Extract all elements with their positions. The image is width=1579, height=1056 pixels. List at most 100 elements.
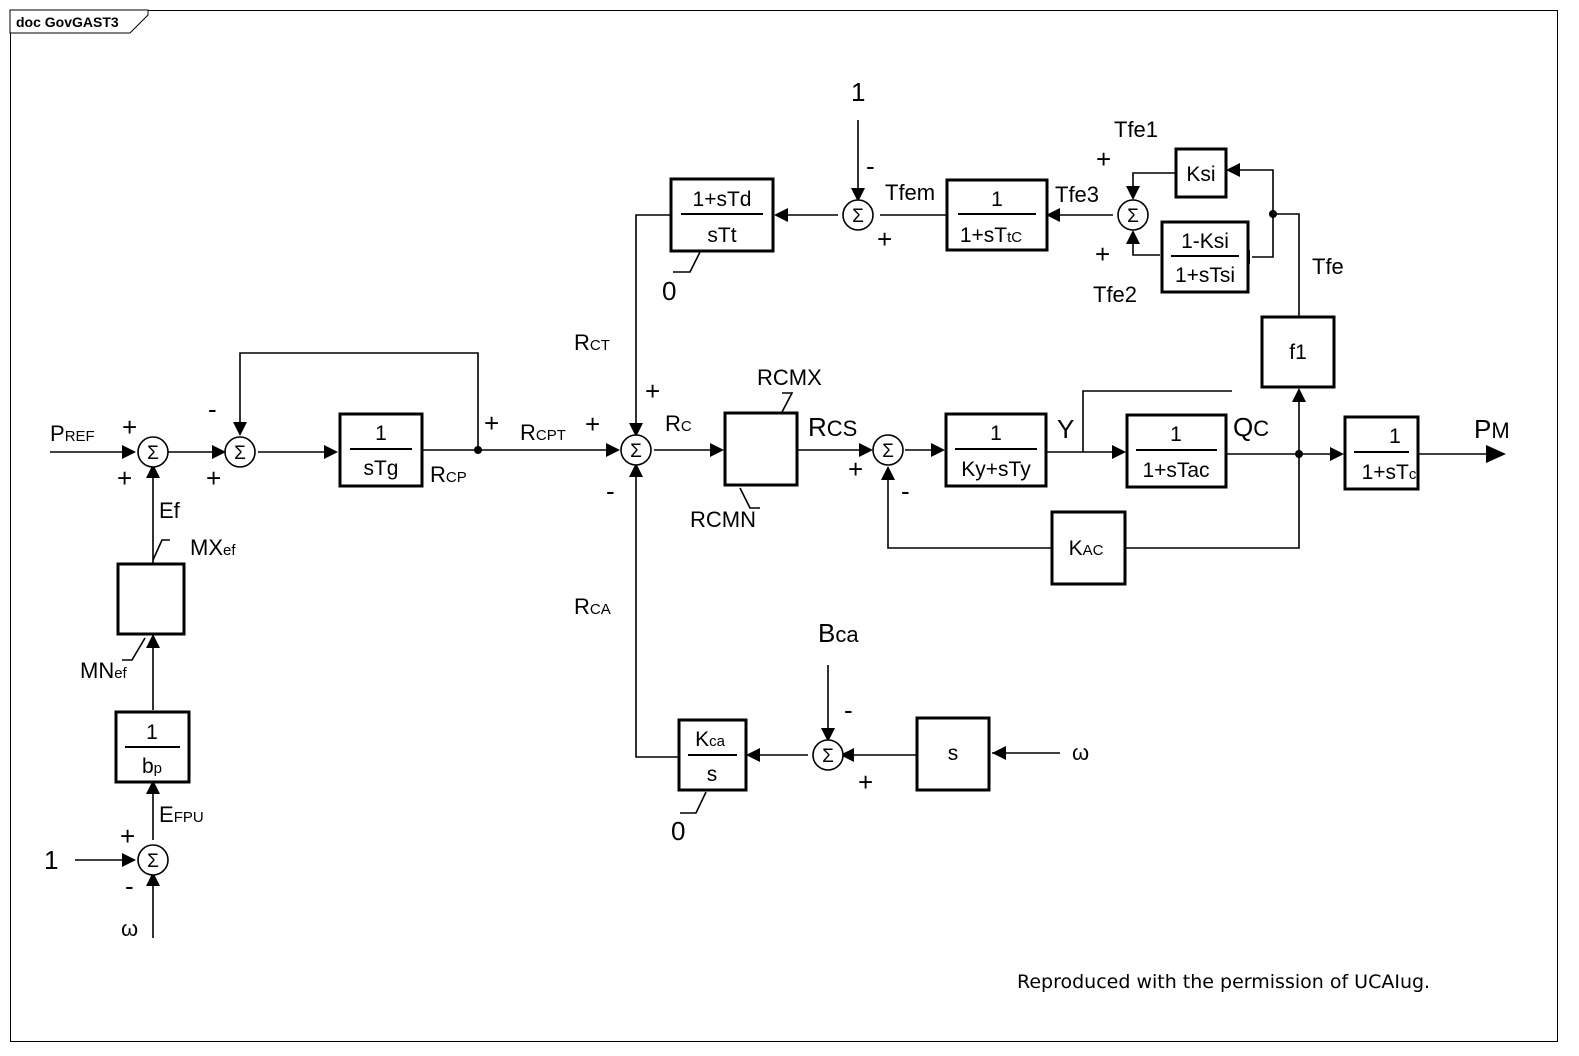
label-rcmn: RCMN (690, 507, 756, 532)
svg-text:KAC: KAC (1069, 537, 1104, 560)
label-tfe2: Tfe2 (1093, 282, 1137, 307)
label-pref: PREF (50, 421, 95, 446)
label-rcmx: RCMX (757, 365, 822, 390)
svg-text:+: + (120, 821, 135, 851)
sum-junction-rcs: Σ (872, 434, 904, 466)
svg-text:+: + (206, 463, 221, 493)
label-y: Y (1057, 414, 1074, 444)
svg-text:1: 1 (990, 422, 1002, 445)
block-lag-ttc: 1 1+sTtC (945, 178, 1049, 252)
label-tfe3: Tfe3 (1055, 182, 1099, 207)
label-ef: Ef (159, 498, 181, 523)
svg-text:+: + (484, 408, 499, 438)
svg-text:1+sTsi: 1+sTsi (1175, 264, 1235, 287)
svg-text:1: 1 (1170, 423, 1182, 446)
sum-junction-rc: Σ (620, 434, 652, 466)
svg-text:bp: bp (142, 755, 162, 778)
limit-zero-td: 0 (662, 276, 676, 306)
label-tfe: Tfe (1312, 254, 1344, 279)
tab-label[interactable]: doc GovGAST3 (16, 14, 119, 30)
svg-text:+: + (122, 412, 137, 442)
label-mnef: MNef (80, 658, 128, 683)
svg-text:1: 1 (991, 188, 1003, 211)
label-pm: PM (1474, 414, 1510, 444)
tab-shape (9, 9, 149, 34)
sum-junction-pref: Σ (137, 436, 169, 468)
label-mxef: MXef (190, 535, 236, 560)
svg-text:1+sTtC: 1+sTtC (960, 224, 1022, 247)
block-limiter-rc (723, 411, 799, 487)
svg-text:f1: f1 (1289, 341, 1307, 364)
junction-dots (474, 210, 1303, 458)
svg-text:1+sTac: 1+sTac (1142, 459, 1209, 482)
svg-text:sTg: sTg (363, 457, 398, 480)
block-derivative-s: s (915, 716, 991, 792)
svg-text:+: + (645, 376, 660, 406)
const-one-top: 1 (851, 77, 865, 107)
label-efpu: EFPU (159, 802, 204, 827)
block-lag-tc: 1 1+sTc (1343, 415, 1420, 491)
label-rcs: RCS (808, 412, 857, 442)
block-f1: f1 (1260, 315, 1336, 389)
svg-text:s: s (707, 763, 718, 786)
arrowheads (122, 163, 1506, 886)
sum-junction-bca: Σ (812, 739, 844, 771)
svg-text:1+sTc: 1+sTc (1362, 461, 1417, 484)
label-rcp: RCP (430, 462, 467, 487)
label-rc: RC (665, 411, 692, 436)
svg-text:Ky+sTy: Ky+sTy (961, 458, 1031, 481)
label-rct: RCT (574, 330, 610, 355)
svg-text:Σ: Σ (852, 206, 864, 227)
svg-text:Σ: Σ (822, 746, 834, 767)
svg-text:Σ: Σ (1127, 206, 1139, 227)
label-qc: QC (1233, 412, 1269, 442)
sign-labels: + + - + + + + - + - - + + + + - - + (117, 144, 1111, 901)
svg-text:-: - (866, 151, 875, 181)
svg-text:+: + (1096, 144, 1111, 174)
svg-text:+: + (1095, 239, 1110, 269)
label-tfe1: Tfe1 (1114, 117, 1158, 142)
sum-junction-tfem: Σ (842, 199, 874, 231)
svg-text:+: + (877, 224, 892, 254)
block-integrator-tg: 1 sTg (338, 412, 424, 488)
limit-zero-kca: 0 (671, 816, 685, 846)
label-rca: RCA (574, 594, 611, 619)
block-lag-tac: 1 1+sTac (1125, 413, 1228, 489)
svg-text:Σ: Σ (147, 443, 159, 464)
label-rcpt: RCPT (520, 420, 566, 445)
svg-text:Σ: Σ (630, 441, 642, 462)
sum-junction-feedback: Σ (224, 436, 256, 468)
svg-text:Σ: Σ (882, 441, 894, 462)
svg-text:-: - (125, 871, 134, 901)
block-lag-ty: 1 Ky+sTy (944, 412, 1048, 488)
block-limiter-ef (116, 562, 186, 636)
svg-text:1-Ksi: 1-Ksi (1181, 230, 1229, 253)
svg-text:sTt: sTt (707, 224, 736, 247)
svg-text:1: 1 (375, 422, 387, 445)
svg-text:+: + (848, 454, 863, 484)
label-omega-left: ω (121, 916, 138, 941)
svg-text:+: + (585, 409, 600, 439)
label-tfem: Tfem (885, 180, 935, 205)
block-lead-td: 1+sTd sTt (669, 177, 775, 253)
svg-text:1: 1 (1389, 425, 1401, 448)
svg-text:1: 1 (146, 721, 158, 744)
block-ksi: Ksi (1174, 147, 1228, 199)
block-inverse-bp: 1 bp (114, 710, 191, 784)
diagram-frame (10, 10, 1558, 1042)
svg-text:Kca: Kca (695, 728, 726, 751)
block-kca: Kca s (677, 718, 748, 792)
block-kac: KAC (1050, 510, 1127, 586)
permission-note: Reproduced with the permission of UCAIug… (1017, 971, 1430, 993)
label-omega-right: ω (1072, 740, 1089, 765)
sum-junction-efpu: Σ (137, 844, 169, 876)
svg-text:Σ: Σ (147, 851, 159, 872)
svg-text:-: - (208, 394, 217, 424)
svg-text:Σ: Σ (234, 443, 246, 464)
label-bca: Bca (818, 618, 859, 648)
sum-junction-tfe3: Σ (1117, 199, 1149, 231)
svg-text:+: + (117, 463, 132, 493)
svg-text:Ksi: Ksi (1186, 163, 1215, 186)
svg-text:+: + (858, 767, 873, 797)
